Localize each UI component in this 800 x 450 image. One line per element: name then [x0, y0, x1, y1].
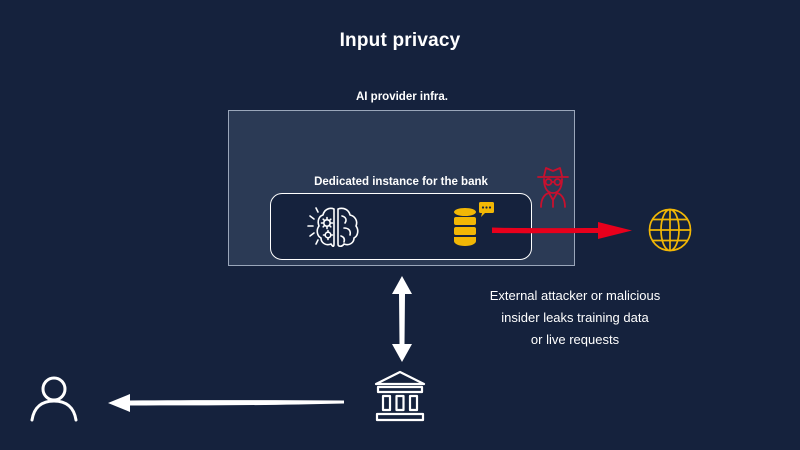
provider-infra-label: AI provider infra.: [355, 91, 449, 103]
bank-icon: [374, 370, 426, 422]
caption-line-3: or live requests: [530, 332, 620, 347]
slide-title: Input privacy: [339, 30, 461, 51]
hacker-spy-icon: [537, 167, 569, 208]
globe-icon: [648, 208, 692, 252]
data-flow-arrow: [108, 394, 344, 412]
leak-caption: External attacker or malicious insider l…: [470, 285, 680, 351]
bidirectional-arrow: [392, 276, 412, 362]
caption-line-2: insider leaks training data: [501, 310, 649, 325]
brain-gear-icon: [307, 207, 359, 248]
database-chat-icon: [454, 202, 494, 246]
user-icon: [30, 376, 78, 422]
caption-line-1: External attacker or malicious: [489, 288, 661, 303]
dedicated-instance-label: Dedicated instance for the bank: [314, 176, 488, 188]
leak-arrow: [492, 222, 632, 239]
